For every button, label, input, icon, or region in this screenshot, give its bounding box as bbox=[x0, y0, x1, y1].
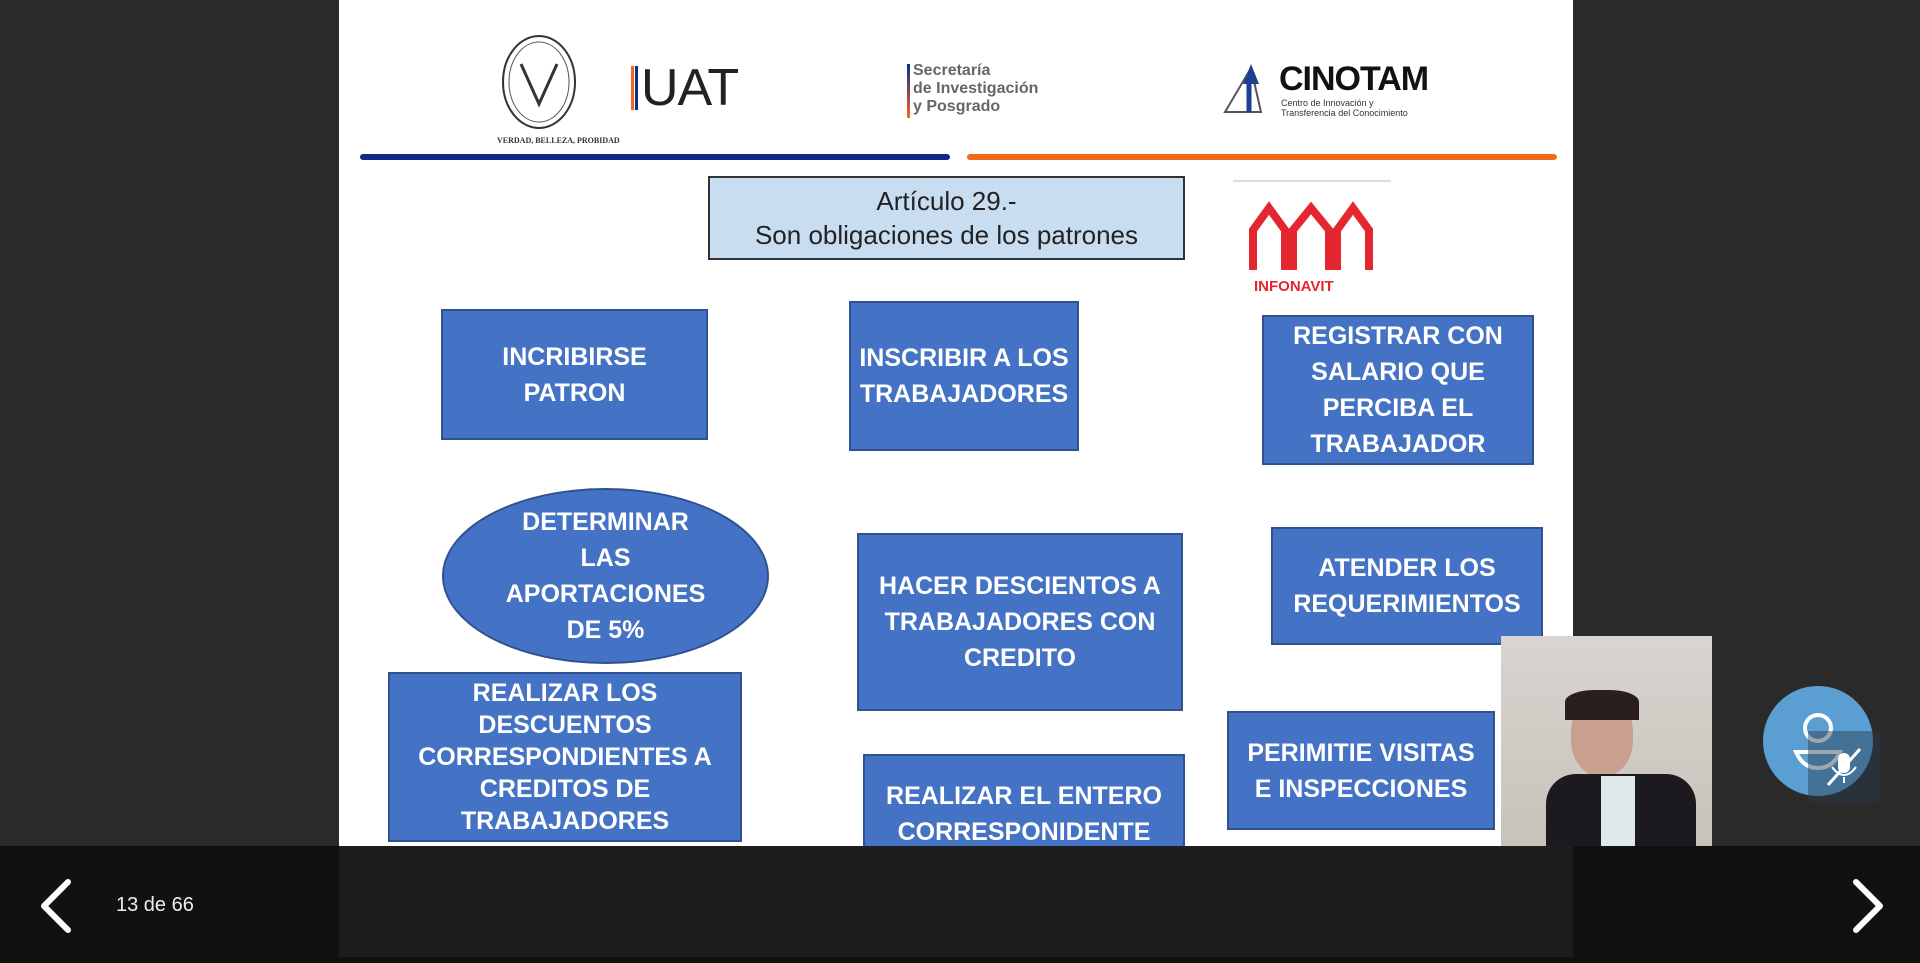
person-icon bbox=[1792, 713, 1844, 771]
toolbar-overlay bbox=[339, 846, 1573, 957]
secretaria-line: y Posgrado bbox=[913, 98, 1001, 115]
participant-video[interactable] bbox=[1501, 636, 1712, 846]
obligation-box: ATENDER LOS REQUERIMIENTOS bbox=[1271, 527, 1543, 645]
participant-avatar[interactable] bbox=[1763, 686, 1873, 796]
uat-logo-stripe bbox=[635, 66, 638, 110]
obligation-box: INCRIBIRSE PATRON bbox=[441, 309, 708, 440]
mic-off-indicator bbox=[1808, 731, 1880, 803]
person-shirt bbox=[1601, 776, 1635, 846]
infonavit-logo-icon bbox=[1249, 201, 1373, 270]
uat-logo-stripe bbox=[631, 66, 634, 110]
obligation-box: PERIMITIE VISITAS E INSPECCIONES bbox=[1227, 711, 1495, 830]
presentation-slide: VERDAD, BELLEZA, PROBIDAD UAT Secretaría… bbox=[339, 0, 1573, 957]
uat-seal-logo bbox=[502, 35, 576, 129]
cinotam-logo-text: CINOTAM bbox=[1279, 60, 1429, 98]
obligation-ellipse: DETERMINAR LAS APORTACIONES DE 5% bbox=[442, 488, 769, 664]
slide-title: Artículo 29.- Son obligaciones de los pa… bbox=[708, 176, 1185, 260]
obligation-box: HACER DESCIENTOS A TRABAJADORES CON CRED… bbox=[857, 533, 1183, 711]
chevron-left-icon[interactable] bbox=[36, 876, 76, 936]
cinotam-subtitle-line: Transferencia del Conocimiento bbox=[1281, 108, 1408, 118]
orange-divider bbox=[967, 154, 1557, 160]
obligation-box: REALIZAR LOS DESCUENTOS CORRESPONDIENTES… bbox=[388, 672, 742, 842]
page-indicator: 13 de 66 bbox=[116, 894, 194, 916]
infonavit-logo-text: INFONAVIT bbox=[1254, 278, 1334, 295]
secretaria-line: de Investigación bbox=[913, 80, 1039, 97]
secretaria-logo-stripe bbox=[907, 64, 910, 118]
person-hair bbox=[1565, 690, 1639, 720]
chevron-right-icon[interactable] bbox=[1848, 876, 1888, 936]
secretaria-line: Secretaría bbox=[913, 62, 991, 79]
uat-logo-text: UAT bbox=[641, 59, 739, 117]
cinotam-subtitle-line: Centro de Innovación y bbox=[1281, 98, 1374, 108]
uat-motto: VERDAD, BELLEZA, PROBIDAD bbox=[497, 136, 620, 145]
blue-divider bbox=[360, 154, 950, 160]
cinotam-logo-icon bbox=[1223, 64, 1263, 113]
obligation-box: REGISTRAR CON SALARIO QUE PERCIBA EL TRA… bbox=[1262, 315, 1534, 465]
obligation-box: INSCRIBIR A LOS TRABAJADORES bbox=[849, 301, 1079, 451]
mic-off-icon bbox=[1826, 748, 1862, 786]
infonavit-rule bbox=[1233, 180, 1391, 182]
